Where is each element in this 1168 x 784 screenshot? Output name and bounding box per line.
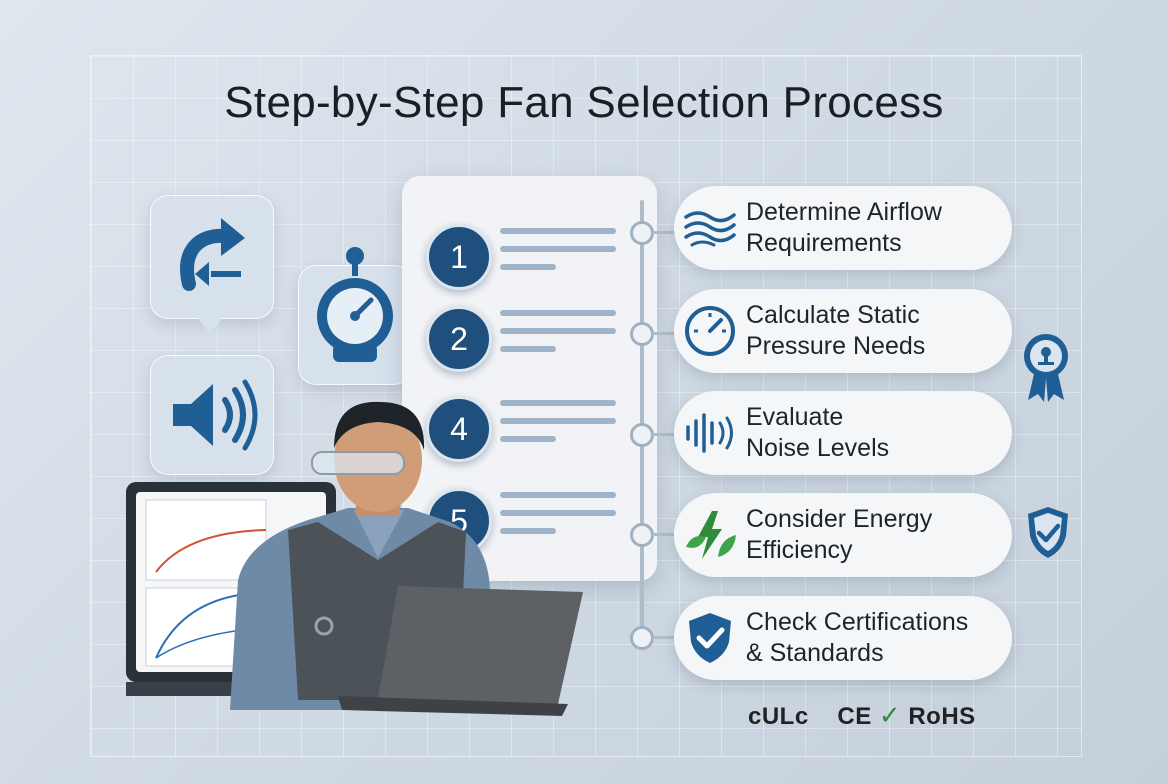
text-line [500,492,616,498]
connector-branch [652,433,676,436]
step-label: Calculate Static Pressure Needs [746,301,926,360]
step-static-pressure: Calculate Static Pressure Needs [674,289,1012,373]
ul-mark: cULc [748,703,809,730]
step-energy-efficiency: Consider Energy Efficiency [674,493,1012,577]
text-line [500,246,616,252]
shield-check-icon [1028,507,1068,558]
connector-node [630,322,654,346]
text-line [500,328,616,334]
step-number-badge: 4 [426,396,492,462]
connector-branch [652,231,676,234]
foreground-laptop [338,586,583,716]
text-line [500,510,616,516]
award-ribbon-icon [1024,334,1068,402]
shield-check-icon [674,596,746,680]
connector-branch [652,533,676,536]
step-label: Determine Airflow Requirements [746,198,942,257]
certification-marks: cULc CE ✓ RoHS [748,700,976,731]
step-noise-levels: Evaluate Noise Levels [674,391,1012,475]
step-number-badge: 2 [426,306,492,372]
connector-node [630,423,654,447]
text-line [500,310,616,316]
ce-mark: CE [837,703,872,730]
step-determine-airflow: Determine Airflow Requirements [674,186,1012,270]
text-line [500,400,616,406]
speaker-card [150,355,274,475]
step-number-badge: 1 [426,224,492,290]
card-pointer [196,316,224,334]
text-line [500,264,556,270]
rohs-mark: RoHS [908,703,976,730]
stopwatch-gauge-icon [317,247,393,362]
step-label: Consider Energy Efficiency [746,505,933,564]
connector-node [630,626,654,650]
connector-node [630,523,654,547]
rohs-check-icon: ✓ [878,700,902,730]
text-line [500,228,616,234]
connector-node [630,221,654,245]
step-label: Evaluate Noise Levels [746,403,890,462]
sound-wave-icon [674,391,746,475]
energy-leaf-icon [674,493,746,577]
connector-branch [652,332,676,335]
step-certifications: Check Certifications & Standards [674,596,1012,680]
text-line [500,528,556,534]
page-title: Step-by-Step Fan Selection Process [224,78,944,127]
curved-arrow-icon [180,218,245,291]
pressure-gauge-icon [674,289,746,373]
text-line [500,436,556,442]
text-line [500,418,616,424]
airflow-wind-icon [674,186,746,270]
checklist-document: 1 2 4 5 [402,176,657,581]
speaker-icon [173,379,258,451]
step-label: Check Certifications & Standards [746,608,969,667]
gauge-card [298,247,412,385]
connector-branch [652,636,676,639]
airflow-direction-card [150,195,274,319]
text-line [500,346,556,352]
